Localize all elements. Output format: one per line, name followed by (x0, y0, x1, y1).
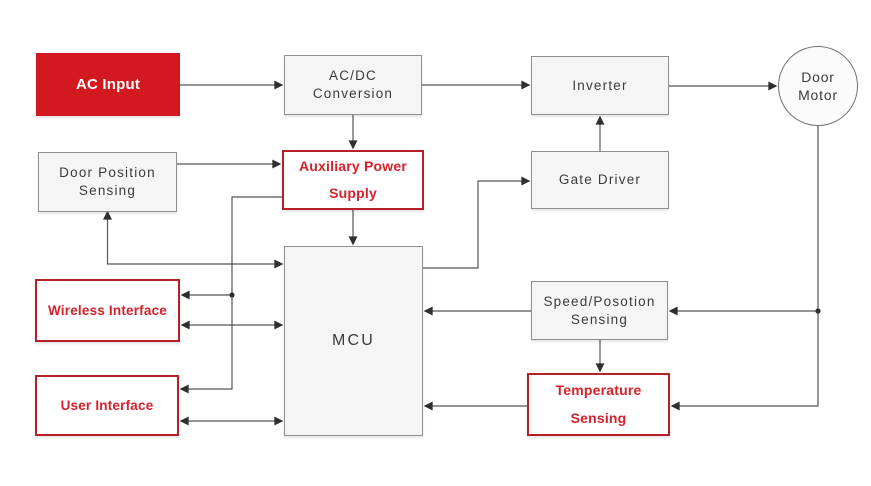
node-door-position-sensing: Door Position Sensing (38, 152, 177, 212)
node-mcu-label: MCU (331, 332, 376, 350)
node-user-interface: User Interface (35, 375, 179, 436)
node-temperature-sensing-label-line1: Temperature (555, 382, 642, 399)
node-speed-position-sensing: Speed/Posotion Sensing (531, 281, 668, 340)
node-inverter-label: Inverter (572, 77, 628, 93)
node-inverter: Inverter (531, 56, 669, 115)
node-speed-position-sensing-label-line1: Speed/Posotion (543, 293, 656, 309)
node-user-interface-label: User Interface (60, 397, 154, 413)
node-door-motor: Door Motor (778, 46, 858, 126)
node-auxiliary-power-supply-label-line1: Auxiliary Power (298, 157, 408, 174)
node-speed-position-sensing-label-line2: Sensing (570, 311, 629, 327)
node-door-position-sensing-label-line2: Sensing (78, 183, 137, 198)
connector-mcu-to-gatedriver (423, 176, 531, 269)
node-ac-input-label: AC Input (75, 75, 141, 93)
node-ac-input: AC Input (36, 53, 180, 116)
node-wireless-interface: Wireless Interface (35, 279, 180, 342)
node-auxiliary-power-supply-label-line2: Supply (329, 185, 377, 201)
node-door-motor-label-line1: Door (801, 68, 835, 85)
node-acdc-conversion: AC/DC Conversion (284, 55, 422, 115)
node-door-position-sensing-label-line1: Door Position (59, 165, 156, 181)
node-wireless-interface-label: Wireless Interface (47, 302, 168, 318)
node-mcu: MCU (284, 246, 423, 436)
node-temperature-sensing-label-line2: Sensing (570, 409, 627, 426)
node-acdc-conversion-label-line2: Conversion (312, 86, 394, 101)
node-gate-driver-label: Gate Driver (558, 172, 642, 188)
junction-dot-motor-rail (815, 308, 821, 314)
node-acdc-conversion-label-line1: AC/DC (328, 68, 377, 84)
node-temperature-sensing: Temperature Sensing (527, 373, 670, 436)
connector-doormotor-rail-to-temperature (670, 126, 819, 411)
node-auxiliary-power-supply: Auxiliary Power Supply (282, 150, 424, 210)
connector-mcu-doorposition-bidirectional (103, 210, 284, 269)
node-gate-driver: Gate Driver (531, 151, 669, 209)
node-door-motor-label-line2: Motor (798, 87, 838, 103)
junction-dot-aux-rail (229, 292, 235, 298)
